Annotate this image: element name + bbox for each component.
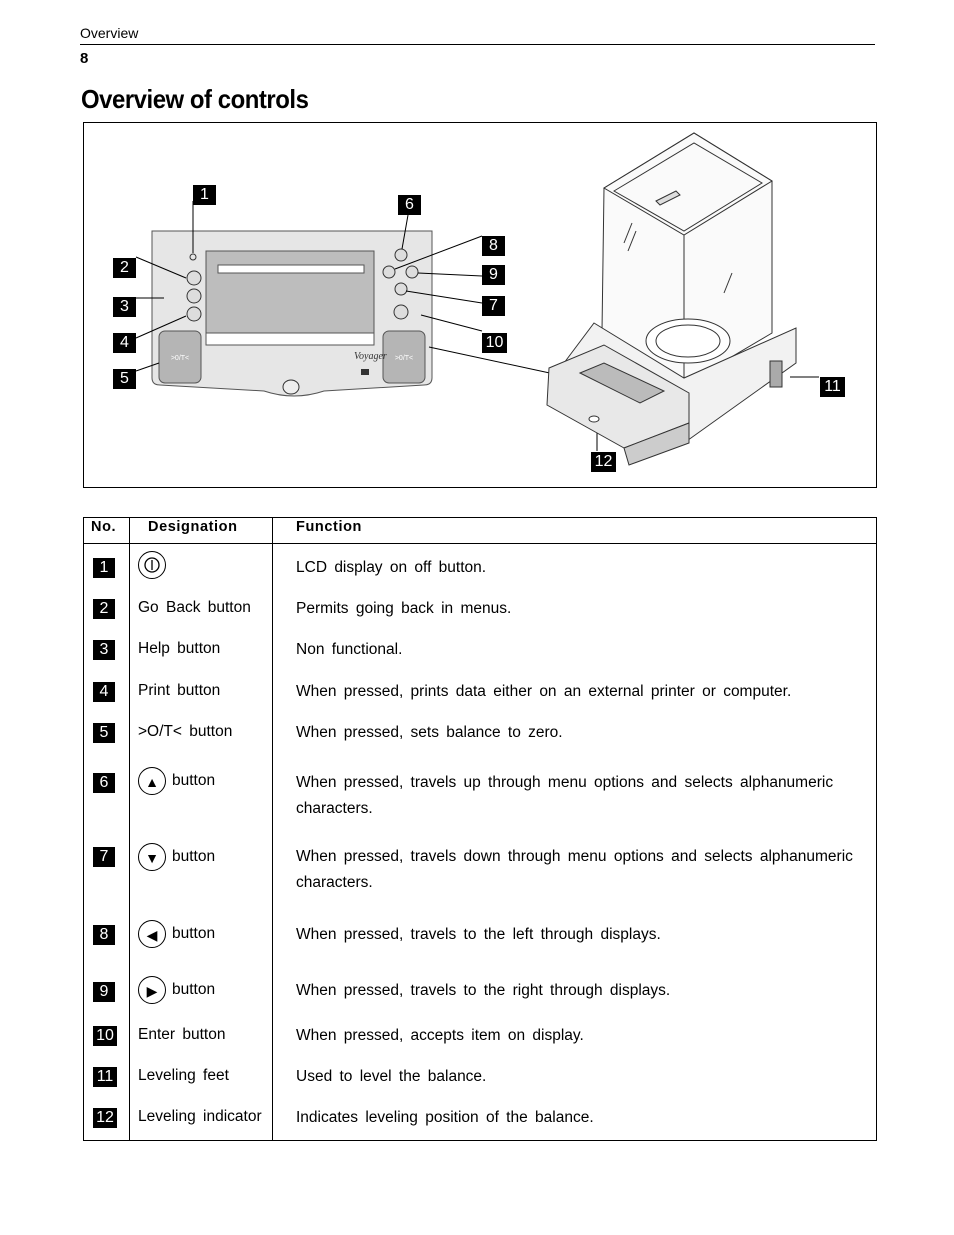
enter-button[interactable] — [393, 304, 409, 320]
row-number: 3 — [93, 640, 115, 660]
arrow-right-icon: ▶ — [138, 976, 166, 1004]
row-designation: >O/T< button — [138, 723, 233, 740]
row-function: When pressed, sets balance to zero. — [296, 724, 563, 741]
row-designation: Leveling indicator — [138, 1108, 262, 1125]
header-no: No. — [91, 519, 117, 535]
row-function: When pressed, accepts item on display. — [296, 1027, 584, 1044]
row-function: Used to level the balance. — [296, 1068, 487, 1085]
up-button[interactable] — [394, 248, 408, 262]
power-led-icon — [189, 253, 197, 261]
tare-button-right[interactable] — [382, 330, 426, 384]
page-title: Overview of controls — [81, 84, 309, 114]
row-function: When pressed, travels down through menu … — [296, 848, 853, 891]
row-number: 8 — [93, 925, 115, 945]
callout-3: 3 — [113, 297, 136, 317]
callout-5: 5 — [113, 369, 136, 389]
header-designation: Designation — [148, 519, 238, 535]
power-icon — [138, 551, 166, 579]
help-button[interactable] — [186, 288, 202, 304]
row-designation: Print button — [138, 682, 221, 699]
row-number: 4 — [93, 682, 115, 702]
header-function: Function — [296, 519, 363, 535]
left-button[interactable] — [382, 265, 396, 279]
callout-9: 9 — [482, 265, 505, 285]
row-number: 11 — [93, 1067, 117, 1087]
row-function: LCD display on off button. — [296, 559, 487, 576]
down-button[interactable] — [394, 282, 408, 296]
callout-7: 7 — [482, 296, 505, 316]
row-number: 10 — [93, 1026, 117, 1046]
row-designation: button — [172, 981, 216, 999]
level-bubble — [282, 379, 300, 395]
row-designation: button — [172, 848, 216, 866]
page-number: 8 — [80, 50, 89, 67]
callout-6: 6 — [398, 195, 421, 215]
arrow-up-icon: ▲ — [138, 767, 166, 795]
go-back-button[interactable] — [186, 270, 202, 286]
callout-4: 4 — [113, 333, 136, 353]
callout-11: 11 — [820, 377, 845, 397]
row-function: When pressed, travels to the right throu… — [296, 982, 671, 999]
row-function: When pressed, travels up through menu op… — [296, 774, 834, 817]
callout-12: 12 — [591, 452, 616, 472]
print-button[interactable] — [186, 306, 202, 322]
row-function: When pressed, travels to the left throug… — [296, 926, 661, 943]
row-number: 9 — [93, 982, 115, 1002]
row-number: 1 — [93, 558, 115, 578]
tare-button-left[interactable] — [158, 330, 202, 384]
callout-8: 8 — [482, 236, 505, 256]
tare-label-left: >0/T< — [171, 355, 189, 362]
row-designation: Leveling feet — [138, 1067, 229, 1084]
row-number: 7 — [93, 847, 115, 867]
running-header: Overview — [80, 25, 139, 41]
balance-illustration: >0/T< >0/T< Voyager — [135, 132, 819, 466]
row-designation: Enter button — [138, 1026, 226, 1043]
controls-figure: >0/T< >0/T< Voyager — [83, 122, 877, 488]
row-function: Indicates leveling position of the balan… — [296, 1109, 594, 1126]
balance-body — [546, 132, 797, 466]
row-number: 6 — [93, 773, 115, 793]
row-designation: Go Back button — [138, 599, 251, 616]
panel-brand: Voyager — [354, 351, 387, 362]
row-number: 12 — [93, 1108, 117, 1128]
row-number: 2 — [93, 599, 115, 619]
row-function: Permits going back in menus. — [296, 600, 512, 617]
callout-10: 10 — [482, 333, 507, 353]
callout-2: 2 — [113, 258, 136, 278]
callout-1: 1 — [193, 185, 216, 205]
row-designation: Help button — [138, 640, 221, 657]
row-function: When pressed, prints data either on an e… — [296, 683, 792, 700]
logo-mark — [361, 369, 369, 375]
right-button[interactable] — [405, 265, 419, 279]
arrow-down-icon: ▼ — [138, 843, 166, 871]
row-function: Non functional. — [296, 641, 403, 658]
row-designation: button — [172, 772, 216, 790]
arrow-left-icon: ◀ — [138, 920, 166, 948]
row-designation: button — [172, 925, 216, 943]
row-number: 5 — [93, 723, 115, 743]
leader-lines — [135, 201, 819, 451]
header-rule — [80, 44, 875, 45]
tare-label-right: >0/T< — [395, 355, 413, 362]
